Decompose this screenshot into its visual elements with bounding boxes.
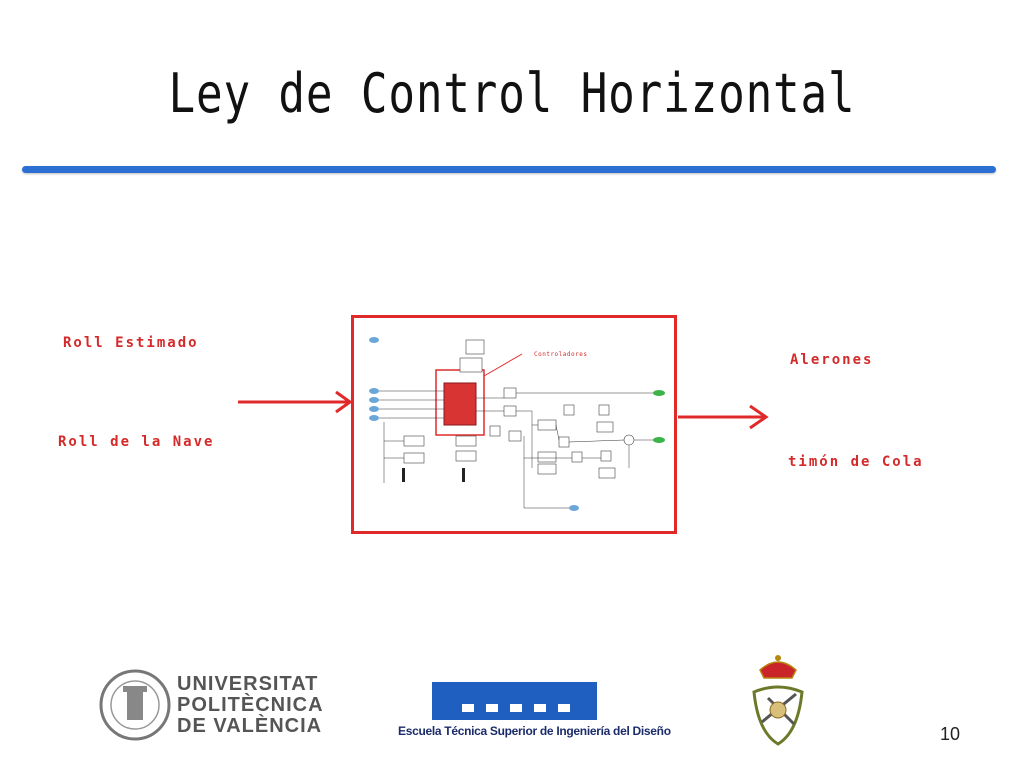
label-timon-cola: timón de Cola [788,454,924,470]
title-divider [22,166,996,173]
controller-subsystem-block [443,382,477,426]
output-arrow [678,404,769,430]
label-roll-estimado: Roll Estimado [63,335,199,351]
slide-title: Ley de Control Horizontal [168,62,856,125]
page-number: 10 [940,724,961,744]
upv-line-2: POLITÈCNICA [177,694,324,716]
crest-emblem [752,655,804,746]
upv-line-1: UNIVERSITAT [177,673,319,695]
input-arrow [238,390,353,414]
controladores-label: Controladores [534,351,587,358]
upv-seal-logo [99,669,171,741]
etsid-logo [432,682,597,720]
label-alerones: Alerones [790,352,874,368]
simulink-diagram: Controladores [369,337,665,511]
upv-name-text: UNIVERSITAT POLITÈCNICA DE VALÈNCIA [177,674,327,737]
etsid-caption: Escuela Técnica Superior de Ingeniería d… [398,724,671,738]
label-roll-nave: Roll de la Nave [58,434,215,450]
simulink-diagram-frame: Controladores [351,315,677,534]
upv-line-3: DE VALÈNCIA [177,715,323,737]
